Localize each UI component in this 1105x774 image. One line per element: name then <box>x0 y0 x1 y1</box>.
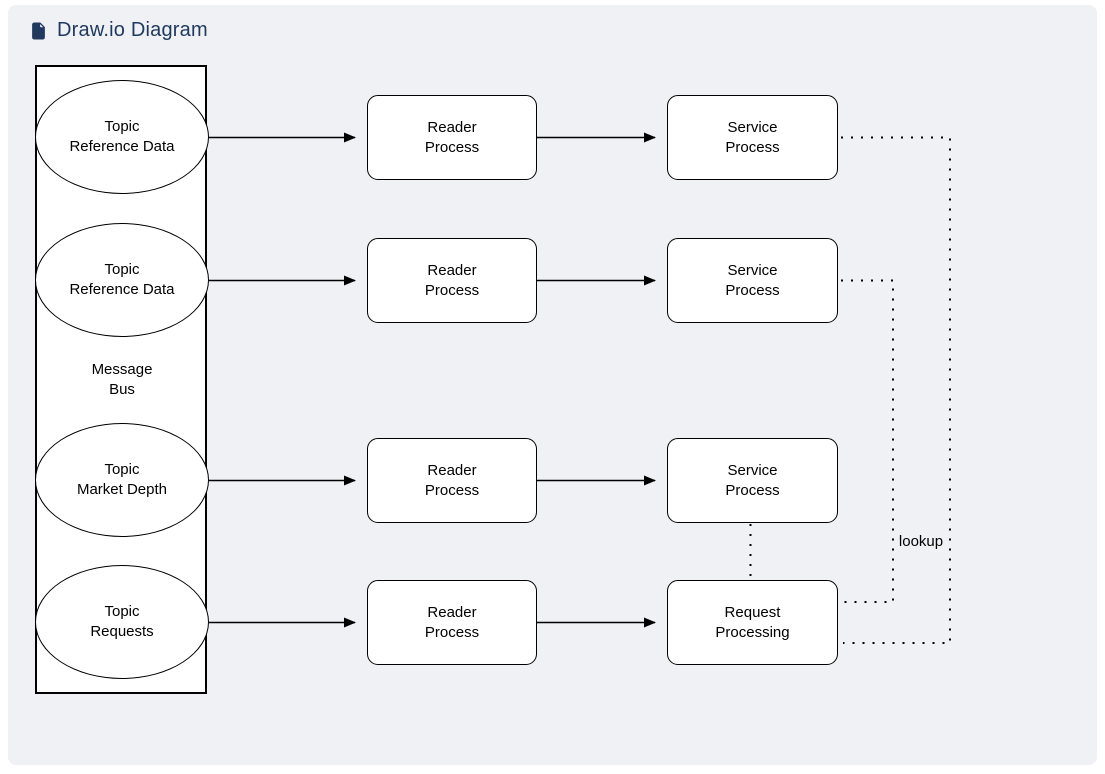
message-bus-label: Message Bus <box>91 361 153 398</box>
request-processing-label: Request Processing <box>715 603 790 641</box>
service-label: Service Process <box>725 118 780 156</box>
topic-ellipse-3: Topic Market Depth <box>35 423 209 537</box>
topic-ellipse-1: Topic Reference Data <box>35 80 209 194</box>
reader-process-box-4: Reader Process <box>367 580 537 665</box>
service-process-box-1: Service Process <box>667 95 838 180</box>
dotted-lookup-edges <box>749 136 951 644</box>
reader-label: Reader Process <box>424 603 480 641</box>
reader-label: Reader Process <box>424 118 480 156</box>
request-processing-box: Request Processing <box>667 580 838 665</box>
topic-label: Topic Requests <box>90 603 154 640</box>
service-label: Service Process <box>725 461 780 499</box>
service-label: Service Process <box>725 261 780 299</box>
service-process-box-3: Service Process <box>667 438 838 523</box>
topic-ellipse-4: Topic Requests <box>35 565 209 679</box>
topic-label: Topic Reference Data <box>69 261 175 298</box>
service-process-box-2: Service Process <box>667 238 838 323</box>
reader-label: Reader Process <box>424 261 480 299</box>
file-document-icon <box>30 21 47 41</box>
page-title: Draw.io Diagram <box>57 19 208 41</box>
topic-label: Topic Reference Data <box>69 118 175 155</box>
reader-label: Reader Process <box>424 461 480 499</box>
solid-arrows <box>209 132 656 628</box>
lookup-edge-label: lookup <box>898 533 944 550</box>
dotted-edge-service1-request <box>841 136 951 644</box>
dotted-edge-service2-request <box>841 279 894 603</box>
topic-label: Topic Market Depth <box>76 461 168 498</box>
topic-ellipse-2: Topic Reference Data <box>35 223 209 337</box>
reader-process-box-3: Reader Process <box>367 438 537 523</box>
reader-process-box-1: Reader Process <box>367 95 537 180</box>
reader-process-box-2: Reader Process <box>367 238 537 323</box>
attachment-header[interactable]: Draw.io Diagram <box>30 19 208 42</box>
